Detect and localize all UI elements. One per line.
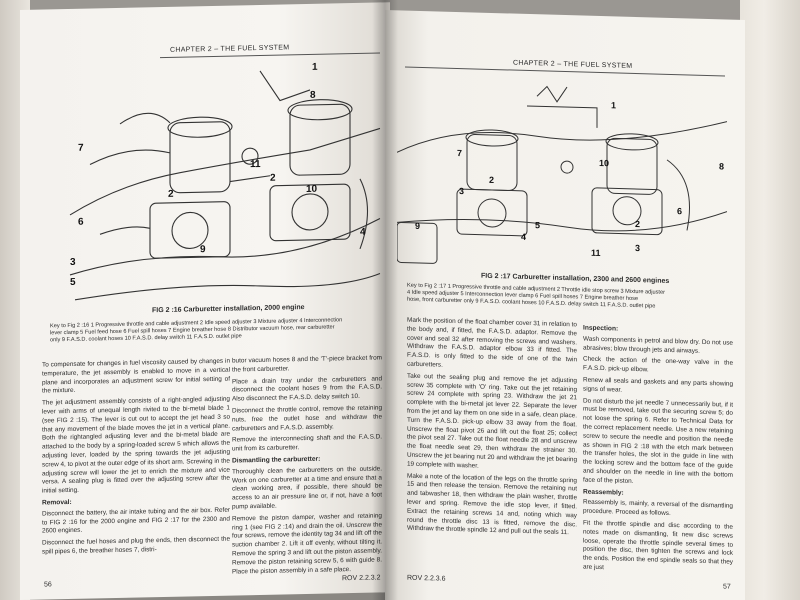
callout-2b: 2 bbox=[635, 219, 640, 229]
callout-11: 11 bbox=[250, 159, 261, 170]
paragraph: butor vacuum hoses 8 and the 'T'-piece b… bbox=[232, 354, 382, 374]
right-page-number: 57 bbox=[723, 583, 731, 591]
left-text-column-2: butor vacuum hoses 8 and the 'T'-piece b… bbox=[232, 354, 382, 579]
callout-3b: 3 bbox=[635, 243, 640, 253]
callout-1: 1 bbox=[312, 62, 318, 73]
callout-4: 4 bbox=[360, 227, 366, 238]
paragraph: Wash components in petrol and blow dry. … bbox=[583, 335, 733, 355]
paragraph: Reassembly is, mainly, a reversal of the… bbox=[583, 498, 733, 518]
paragraph: Remove the interconnecting shaft and the… bbox=[232, 433, 382, 453]
right-callout-labels: 1 2 7 10 3 4 5 9 6 8 2 3 11 bbox=[385, 10, 745, 310]
paragraph: The jet adjustment assembly consists of … bbox=[42, 395, 230, 495]
engine-line-drawing-2000 bbox=[69, 70, 381, 301]
paragraph: Mark the position of the float chamber c… bbox=[407, 316, 577, 369]
callout-10: 10 bbox=[599, 158, 609, 168]
right-page: CHAPTER 2 – THE FUEL SYSTEM bbox=[385, 10, 745, 600]
callout-7: 7 bbox=[457, 148, 462, 158]
paragraph: Disconnect the battery, the air intake t… bbox=[42, 506, 230, 535]
paragraph: To compensate for changes in fuel viscos… bbox=[42, 357, 230, 395]
paragraph: Disconnect the throttle control, remove … bbox=[232, 404, 382, 433]
paragraph: Place a drain tray under the carburetter… bbox=[232, 375, 382, 403]
callout-5: 5 bbox=[70, 277, 76, 288]
left-callout-labels: 1 8 7 2 10 11 2 6 3 9 4 5 bbox=[20, 2, 390, 330]
left-figure-engine-drawing bbox=[60, 58, 390, 315]
paragraph: Do not disturb the jet needle 7 unnecess… bbox=[583, 397, 733, 485]
left-page: CHAPTER 2 – THE FUEL SYSTEM bbox=[20, 2, 390, 600]
paragraph: Renew all seals and gaskets and any part… bbox=[583, 376, 733, 394]
callout-6: 6 bbox=[78, 217, 84, 228]
callout-10: 10 bbox=[306, 184, 318, 195]
right-text-column-1: Mark the position of the float chamber c… bbox=[407, 317, 577, 542]
paragraph: Remove the piston damper, washer and ret… bbox=[232, 512, 382, 576]
callout-2a: 2 bbox=[168, 189, 174, 200]
paragraph: Make a note of the location of the legs … bbox=[407, 472, 577, 537]
paragraph: Check the action of the one-way valve in… bbox=[583, 355, 733, 374]
callout-2: 2 bbox=[489, 175, 494, 185]
callout-9: 9 bbox=[415, 221, 420, 231]
paragraph: Disconnect the fuel hoses and plug the e… bbox=[42, 535, 230, 556]
right-footer-ref: ROV 2.2.3.6 bbox=[407, 574, 446, 583]
paragraph: Fit the throttle spindle and disc accord… bbox=[583, 519, 733, 572]
right-text-column-2: Inspection: Wash components in petrol an… bbox=[583, 322, 733, 580]
section-heading-dismantling: Dismantling the carburetter: bbox=[232, 455, 321, 465]
callout-6: 6 bbox=[677, 206, 682, 216]
callout-2b: 2 bbox=[270, 173, 276, 184]
paragraph: Thoroughly clean the carburetters on the… bbox=[232, 465, 382, 511]
right-callout-layer: 1 2 7 10 3 4 5 9 6 8 2 3 11 bbox=[415, 100, 724, 258]
left-callout-layer: 1 8 7 2 10 11 2 6 3 9 4 5 bbox=[70, 62, 366, 288]
left-page-number: 56 bbox=[44, 581, 52, 589]
callout-3: 3 bbox=[70, 257, 76, 268]
book-gutter-shadow bbox=[372, 0, 398, 600]
callout-7: 7 bbox=[78, 143, 84, 154]
callout-8: 8 bbox=[310, 90, 316, 101]
callout-11: 11 bbox=[591, 248, 601, 258]
left-text-column-1: To compensate for changes in fuel viscos… bbox=[42, 358, 230, 561]
callout-9: 9 bbox=[200, 244, 206, 255]
callout-8: 8 bbox=[719, 161, 724, 171]
book-cover-edge-right bbox=[740, 0, 800, 600]
callout-3a: 3 bbox=[459, 186, 464, 196]
callout-5: 5 bbox=[535, 220, 540, 230]
engine-line-drawing-2300-2600 bbox=[397, 85, 727, 264]
callout-4: 4 bbox=[521, 232, 526, 242]
paragraph: Take out the sealing plug and remove the… bbox=[407, 372, 577, 470]
right-figure-engine-drawing bbox=[397, 72, 727, 281]
callout-1: 1 bbox=[611, 100, 616, 110]
